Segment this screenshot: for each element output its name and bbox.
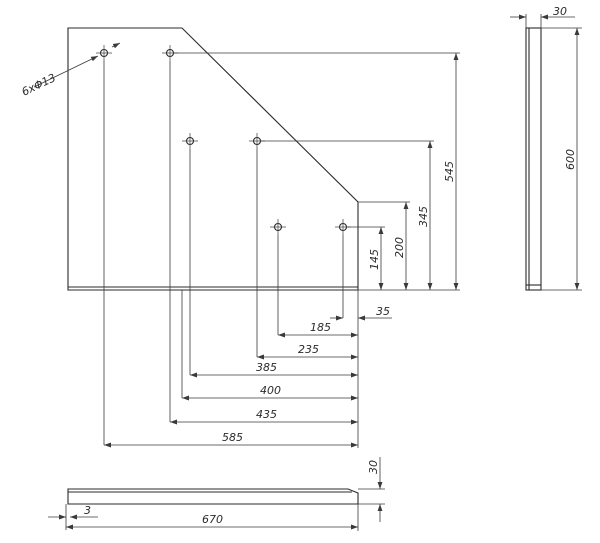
dim-585-label: 585 (222, 431, 243, 444)
dim-top-670: 670 (66, 504, 359, 531)
plate-outline (67, 27, 359, 291)
dim-345: 345 (417, 141, 433, 290)
dim-top-670-label: 670 (202, 513, 223, 526)
dim-385: 385 (190, 361, 358, 378)
dim-435: 435 (170, 408, 358, 425)
dim-585: 585 (104, 431, 358, 448)
dim-145: 145 (368, 227, 384, 290)
dim-top-3: 3 (48, 504, 98, 530)
side-view: 30 600 (510, 5, 582, 291)
dim-side-30: 30 (510, 5, 575, 28)
dim-200: 200 (393, 202, 409, 290)
dim-side-600-label: 600 (564, 149, 577, 170)
horizontal-extension-lines (103, 61, 359, 448)
vertical-extension-lines (174, 52, 460, 291)
dim-185: 185 (278, 321, 358, 338)
front-view: 6xΦ13 35 185 235 385 (20, 27, 460, 448)
dim-200-label: 200 (393, 237, 406, 258)
dim-185-label: 185 (310, 321, 331, 334)
dim-top-3-label: 3 (84, 504, 91, 517)
top-plate-outline (67, 488, 359, 505)
side-plate-outline (525, 27, 542, 291)
dim-145-label: 145 (368, 249, 381, 270)
dim-side-30-label: 30 (553, 5, 567, 18)
dim-545-label: 545 (443, 161, 456, 182)
dim-235-label: 235 (298, 343, 319, 356)
dim-545: 545 (443, 53, 459, 290)
hole-callout-label: 6xΦ13 (20, 71, 58, 99)
dim-35: 35 (330, 305, 392, 321)
dim-345-label: 345 (417, 206, 430, 227)
dim-385-label: 385 (256, 361, 277, 374)
dim-400-label: 400 (260, 384, 281, 397)
dim-235: 235 (257, 343, 358, 360)
hole-callout: 6xΦ13 (20, 42, 121, 99)
dim-top-30-label: 30 (367, 460, 380, 474)
dim-35-label: 35 (376, 305, 390, 318)
dim-435-label: 435 (256, 408, 277, 421)
dim-400: 400 (181, 290, 358, 401)
hole-1 (96, 45, 112, 61)
hole-3 (182, 133, 198, 149)
top-view: 30 3 670 (48, 457, 385, 531)
hole-5 (270, 219, 286, 235)
dim-top-30: 30 (358, 457, 385, 522)
dim-side-600: 600 (541, 27, 582, 291)
